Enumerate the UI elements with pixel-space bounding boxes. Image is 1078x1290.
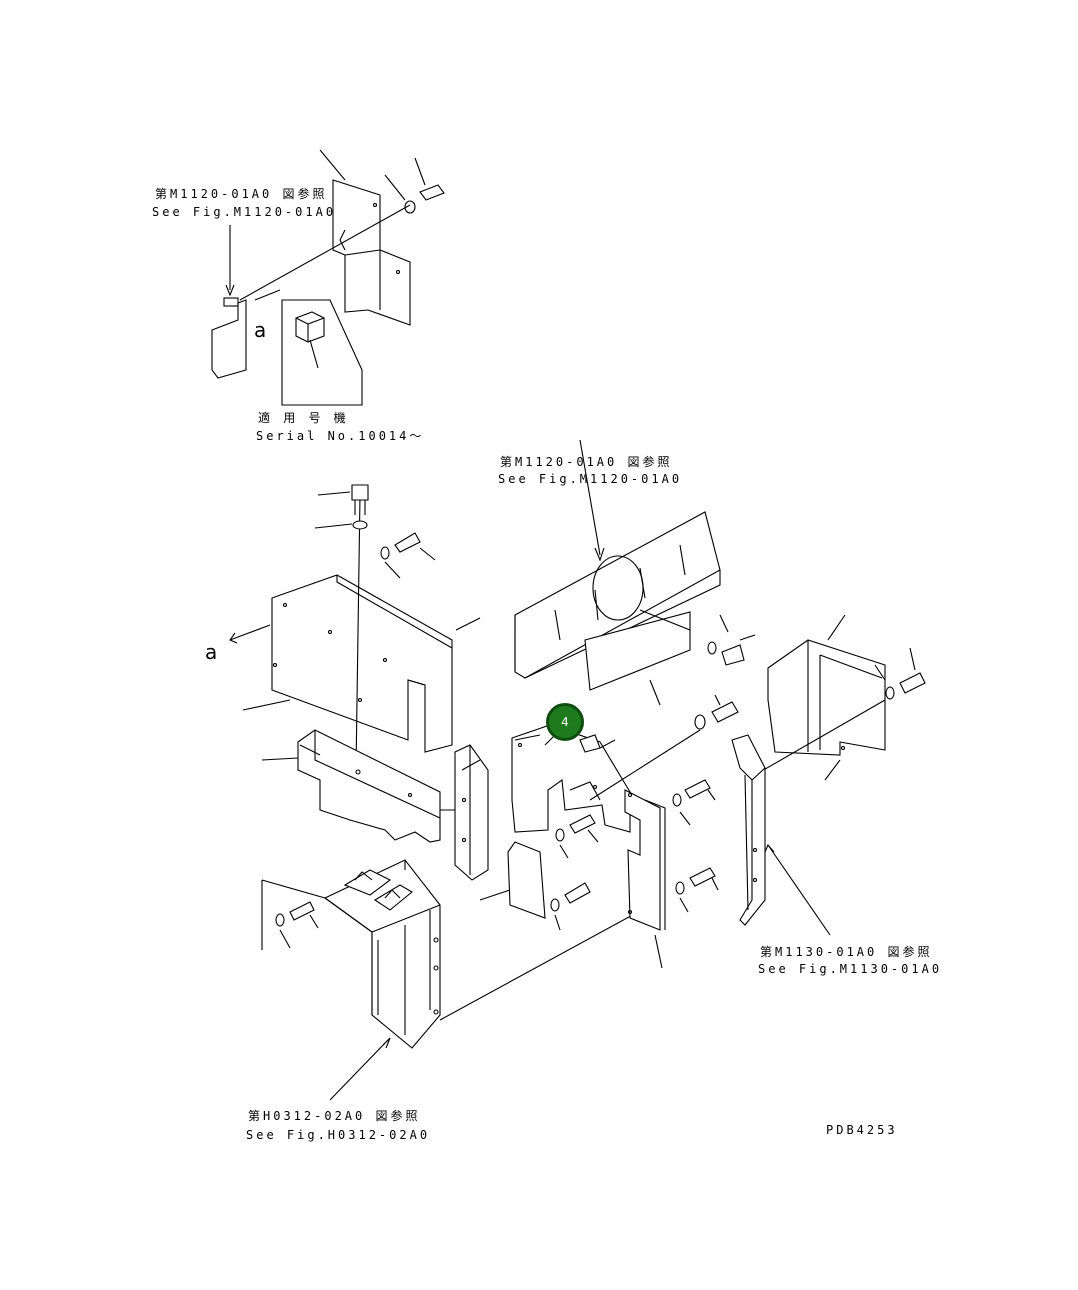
ref-right-jp: 第M1130-01A0 図参照	[760, 945, 933, 959]
serial-label-jp: 適 用 号 機	[258, 411, 349, 425]
serial-label-en: Serial No.10014～	[256, 429, 425, 443]
right-side-shroud	[731, 614, 926, 936]
view-letter-a-top: a	[254, 318, 267, 342]
ref-mid-jp: 第M1120-01A0 図参照	[500, 455, 673, 469]
ref-bottom-jp: 第H0312-02A0 図参照	[248, 1109, 421, 1123]
center-plate	[511, 724, 701, 859]
drawing-code: PDB4253	[826, 1123, 898, 1137]
top-inset-assembly	[211, 149, 445, 406]
ref-top-jp: 第M1120-01A0 図参照	[155, 187, 328, 201]
lower-cover-bracket	[261, 729, 480, 843]
base-frame	[261, 859, 661, 1101]
ref-mid-en: See Fig.M1120-01A0	[498, 472, 683, 486]
radiator-shroud	[514, 439, 756, 706]
part-callout-4[interactable]: 4	[546, 703, 584, 741]
right-center-panel	[624, 694, 739, 969]
view-letter-a-left: a	[205, 640, 218, 664]
ref-right-en: See Fig.M1130-01A0	[758, 962, 943, 976]
large-side-panel	[229, 484, 481, 771]
ref-top-en: See Fig.M1120-01A0	[152, 205, 337, 219]
ref-bottom-en: See Fig.H0312-02A0	[246, 1128, 431, 1142]
center-post	[454, 744, 591, 931]
